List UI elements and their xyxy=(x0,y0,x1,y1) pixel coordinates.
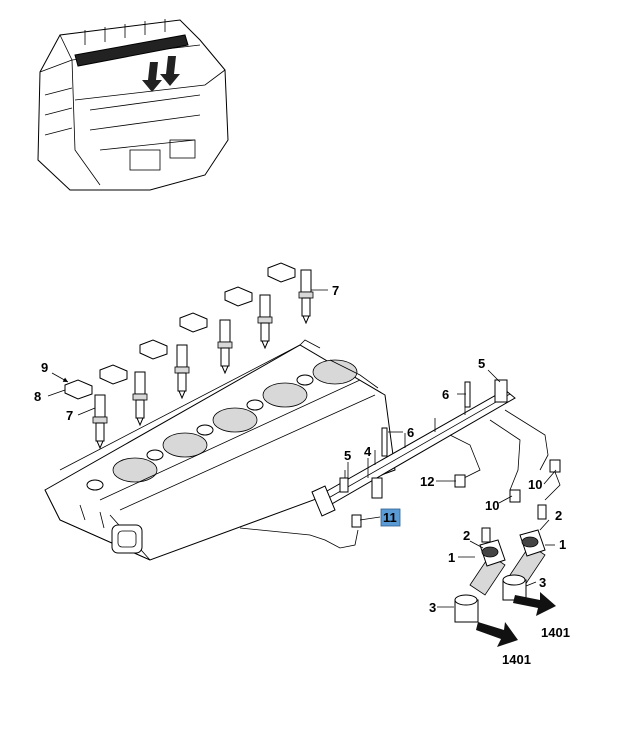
reference-1401-label: 1401 xyxy=(502,652,531,667)
sleeve-left xyxy=(454,594,479,623)
ref-arrow-icon xyxy=(476,622,518,647)
callout-1-label: 1 xyxy=(448,550,455,565)
fuel-injectors xyxy=(92,269,314,450)
callout-10-label: 10 xyxy=(528,477,542,492)
fuel-injector xyxy=(92,394,108,450)
fuel-pump-right xyxy=(509,504,547,586)
locator-highlighted-rail xyxy=(74,34,189,67)
ref-arrow-icon xyxy=(513,592,556,616)
callout-6-label: 6 xyxy=(442,387,449,402)
callout-8-label: 8 xyxy=(34,389,41,404)
cylinder-head xyxy=(44,339,396,561)
valve-pocket xyxy=(86,359,358,491)
callout-5-label: 5 xyxy=(478,356,485,371)
fuel-injector xyxy=(217,319,233,375)
callout-4-label: 4 xyxy=(364,444,372,459)
fuel-injector xyxy=(257,294,273,350)
callout-2-label: 2 xyxy=(555,508,562,523)
callout-5-label: 5 xyxy=(344,448,351,463)
callout-1-label: 1 xyxy=(559,537,566,552)
callout-2-label: 2 xyxy=(463,528,470,543)
callout-11-highlight-box xyxy=(380,508,401,527)
callout-labels: 7 7 9 8 6 6 5 5 4 12 10 10 11 2 2 1 1 3 … xyxy=(34,283,570,667)
fuel-injector xyxy=(298,269,314,325)
reference-1401-label: 1401 xyxy=(541,625,570,640)
callout-3-label: 3 xyxy=(429,600,436,615)
engine-locator-view xyxy=(37,19,229,191)
callout-3-label: 3 xyxy=(539,575,546,590)
callout-12-label: 12 xyxy=(420,474,434,489)
fuel-pump-left xyxy=(469,527,506,596)
callout-6-label: 6 xyxy=(407,425,414,440)
leader-lines xyxy=(47,289,557,608)
fuel-rail-assembly xyxy=(239,379,561,549)
callout-7-label: 7 xyxy=(332,283,339,298)
callout-9-label: 9 xyxy=(41,360,48,375)
locator-arrow-icon xyxy=(160,56,180,86)
callout-11-label: 11 xyxy=(383,510,397,525)
fuel-injector xyxy=(132,371,148,427)
sleeve-right xyxy=(502,574,527,601)
rocker-bridges xyxy=(64,262,296,400)
callout-10-label: 10 xyxy=(485,498,499,513)
locator-arrow-icon xyxy=(142,62,162,92)
fuel-injector xyxy=(174,344,190,400)
callout-7-label: 7 xyxy=(66,408,73,423)
